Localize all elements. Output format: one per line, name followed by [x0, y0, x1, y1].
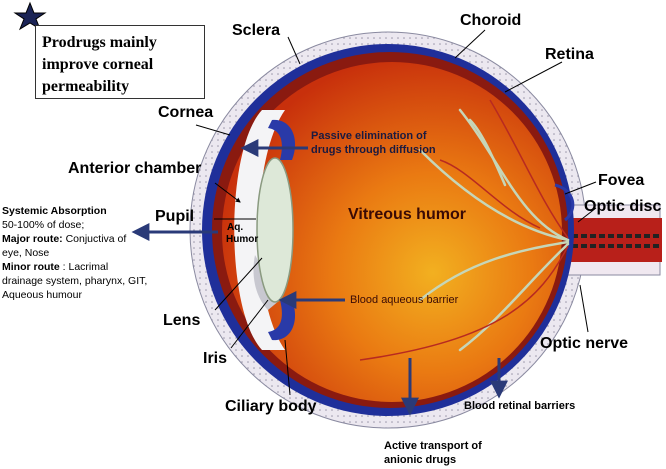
- callout-line: Prodrugs mainly: [42, 34, 157, 51]
- callout-line: permeability: [42, 78, 130, 95]
- label-optic-nerve: Optic nerve: [540, 335, 629, 352]
- minor-route-text-3: Aqueous humour: [2, 289, 82, 301]
- label-iris: Iris: [203, 350, 228, 367]
- label-aq: Aq.: [227, 222, 244, 233]
- label-lens: Lens: [163, 312, 201, 329]
- major-route-text: Conjuctiva of: [62, 233, 127, 245]
- blood-vessels: [418, 108, 570, 352]
- label-anterior-chamber: Anterior chamber: [68, 160, 202, 177]
- minor-route-text: : Lacrimal: [59, 261, 109, 273]
- pointer-lines: [195, 29, 597, 396]
- label-cornea: Cornea: [158, 104, 214, 121]
- major-route-text-2: eye, Nose: [2, 247, 50, 259]
- annotation-active-1: Active transport of: [384, 440, 482, 452]
- systemic-title: Systemic Absorption: [2, 205, 107, 217]
- label-sclera: Sclera: [232, 22, 281, 39]
- label-pupil: Pupil: [155, 208, 195, 225]
- label-humor: Humor: [226, 234, 259, 245]
- iris-shape: [268, 119, 296, 160]
- lens-shape: [256, 157, 294, 303]
- transport-arrows: [131, 139, 508, 416]
- minor-route-label: Minor route: [2, 261, 60, 273]
- minor-route-text-2: drainage system, pharynx, GIT,: [2, 275, 148, 287]
- annotation-passive-1: Passive elimination of: [311, 130, 427, 142]
- systemic-dose: 50-100% of dose;: [2, 219, 85, 231]
- annotation-blood-retinal: Blood retinal barriers: [464, 400, 576, 412]
- label-choroid: Choroid: [460, 12, 522, 29]
- systemic-absorption-notes: Systemic Absorption 50-100% of dose; Maj…: [2, 204, 147, 302]
- label-fovea: Fovea: [598, 172, 645, 189]
- callout-line: improve corneal: [42, 56, 154, 73]
- major-route-label: Major route:: [2, 233, 63, 245]
- label-vitreous-humor: Vitreous humor: [348, 206, 466, 223]
- star-icon: [13, 1, 47, 31]
- annotation-blood-aqueous: Blood aqueous barrier: [350, 294, 459, 306]
- annotation-active-2: anionic drugs: [384, 454, 457, 466]
- annotation-passive-2: drugs through diffusion: [311, 144, 436, 156]
- label-ciliary-body: Ciliary body: [225, 398, 317, 415]
- label-retina: Retina: [545, 46, 594, 63]
- prodrug-callout: Prodrugs mainly improve corneal permeabi…: [35, 25, 205, 99]
- label-optic-disc: Optic disc: [584, 198, 662, 215]
